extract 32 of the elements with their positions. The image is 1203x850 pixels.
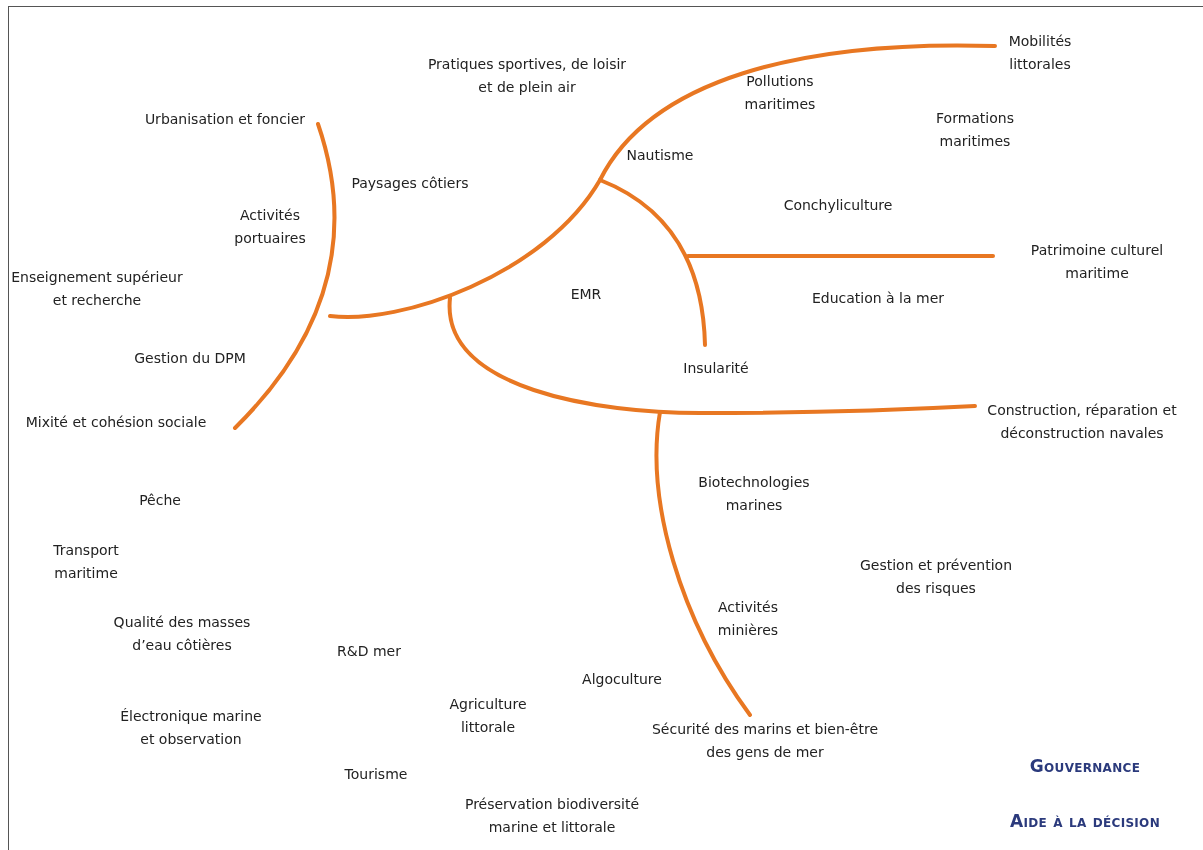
topic-label: Mobilités littorales (1007, 32, 1073, 74)
heading-text: Gouvernance (1028, 754, 1142, 778)
topic-label: Gestion et prévention des risques (858, 556, 1014, 598)
topic-label: Pratiques sportives, de loisir et de plein air (426, 55, 628, 97)
topic-label: Construction, réparation et déconstruction navales (986, 401, 1178, 443)
topic-label: EMR (569, 284, 603, 304)
topic-label: Mixité et cohésion sociale (24, 412, 208, 432)
topic-label: Pêche (138, 490, 182, 510)
topic-label: Agriculture littorale (448, 695, 528, 737)
topic-label: Activités portuaires (233, 206, 307, 248)
topic-label: Gestion du DPM (133, 348, 247, 368)
topic-label: Urbanisation et foncier (143, 109, 307, 129)
topic-label: Tourisme (343, 764, 409, 784)
topic-label: Enseignement supérieur et recherche (11, 268, 183, 310)
topic-label: Activités minières (716, 598, 780, 640)
topic-label: Patrimoine culturel maritime (1029, 241, 1165, 283)
topic-label: Nautisme (625, 145, 695, 165)
topic-label: Insularité (682, 358, 750, 378)
topic-label: Électronique marine et observation (119, 707, 263, 749)
topic-label: Paysages côtiers (350, 173, 470, 193)
topic-label: Pollutions maritimes (743, 72, 817, 114)
heading-text: Aide à la décision (1009, 809, 1161, 833)
topic-label: Sécurité des marins et bien-être des gens de mer (651, 720, 879, 762)
topic-label: Transport maritime (52, 541, 120, 583)
topic-label: Algoculture (581, 669, 663, 689)
topic-label: Qualité des masses d’eau côtières (112, 613, 252, 655)
topic-label: Formations maritimes (935, 109, 1015, 151)
topic-label: Education à la mer (810, 288, 946, 308)
topic-label: Biotechnologies marines (697, 473, 811, 515)
topic-label: Conchyliculture (782, 195, 894, 215)
topic-label: R&D mer (336, 641, 402, 661)
topic-label: Préservation biodiversité marine et littorale (463, 795, 641, 837)
